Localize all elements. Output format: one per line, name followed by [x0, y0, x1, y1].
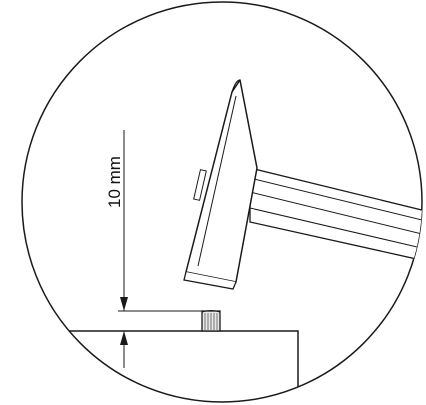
sample-cylinder	[201, 310, 221, 332]
dimension-lines	[118, 130, 205, 368]
arrow-up-icon	[120, 331, 128, 345]
arrow-down-icon	[120, 297, 128, 311]
dimension-label: 10 mm	[105, 156, 124, 208]
hammer-head	[183, 79, 258, 290]
base-block	[22, 330, 299, 402]
